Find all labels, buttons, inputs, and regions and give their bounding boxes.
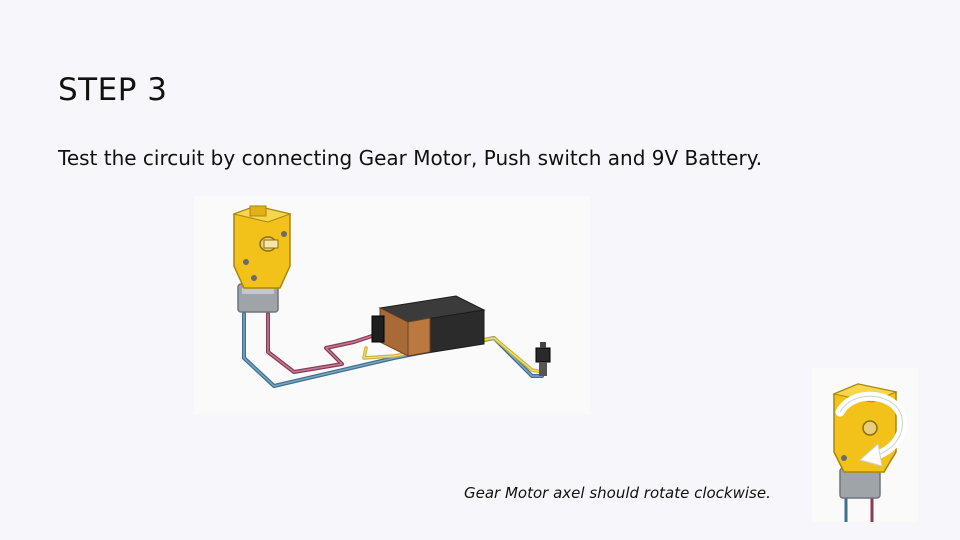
instruction-text: Test the circuit by connecting Gear Moto… [58,146,763,170]
clockwise-arrow-icon [835,391,907,467]
slide-title: STEP 3 [58,72,168,108]
battery-9v [371,295,486,357]
circuit-illustration [232,205,551,388]
circuit-figure [194,196,590,414]
clockwise-rotation-illustration [832,383,907,522]
rotation-figure [812,368,918,522]
rotation-caption: Gear Motor axel should rotate clockwise. [464,484,771,502]
gear-motor [232,205,292,313]
push-switch [535,342,551,376]
